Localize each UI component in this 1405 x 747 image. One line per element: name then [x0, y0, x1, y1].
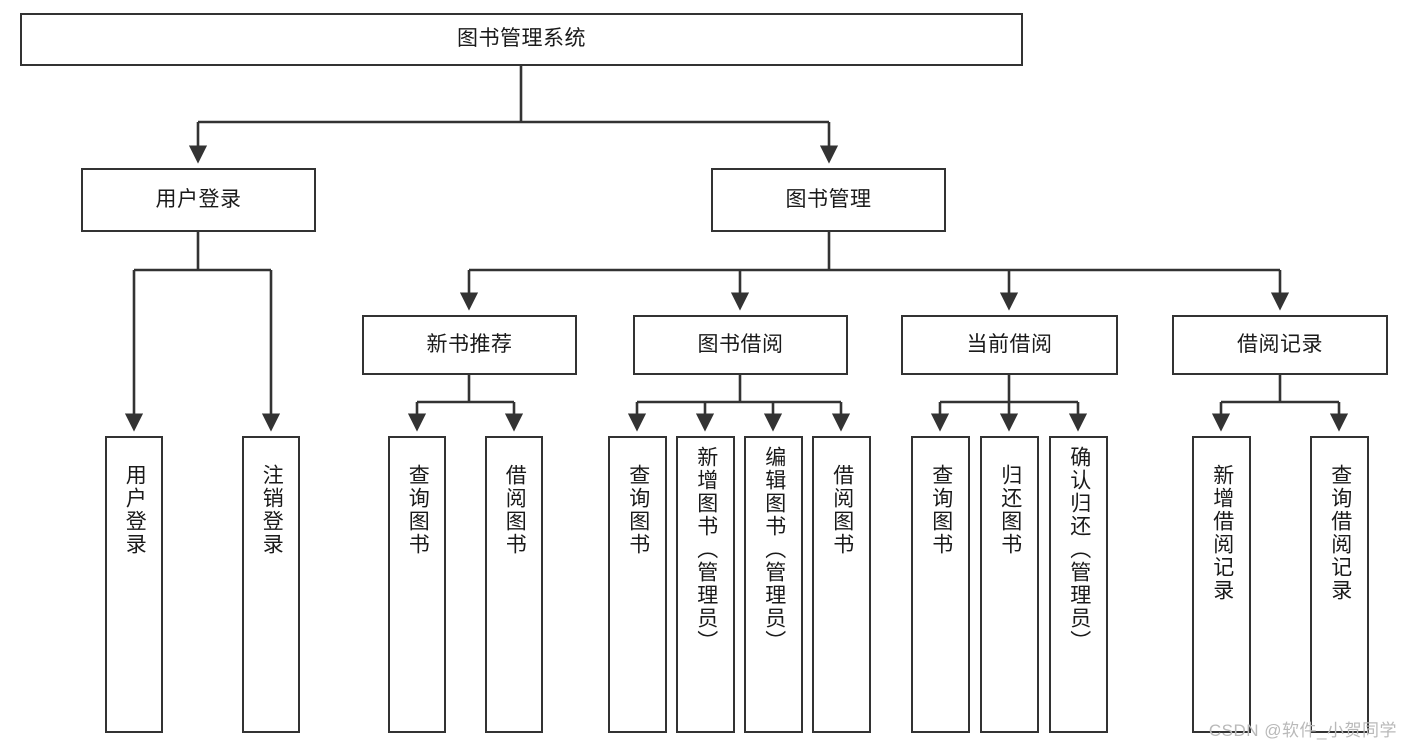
- node-leaf-query-record[interactable]: 查询借阅记录: [1310, 436, 1369, 733]
- node-leaf-query-book-2-label: 查询图书: [626, 464, 650, 556]
- node-leaf-query-book-1[interactable]: 查询图书: [388, 436, 446, 733]
- node-current-borrow[interactable]: 当前借阅: [901, 315, 1118, 375]
- node-user-login[interactable]: 用户登录: [81, 168, 316, 232]
- node-leaf-return-book-label: 归还图书: [998, 464, 1022, 556]
- node-leaf-edit-book-label: 编辑图书（管理员）: [762, 446, 786, 653]
- node-leaf-query-book-3-label: 查询图书: [929, 464, 953, 556]
- node-book-borrow-label: 图书借阅: [697, 332, 784, 356]
- node-leaf-confirm-return-label: 确认归还（管理员）: [1067, 446, 1091, 653]
- node-user-login-label: 用户登录: [155, 187, 242, 211]
- node-borrow-record-label: 借阅记录: [1237, 332, 1323, 356]
- watermark-text: CSDN @软件_小贺同学: [1208, 721, 1397, 740]
- node-leaf-borrow-book-2-label: 借阅图书: [830, 464, 854, 556]
- node-leaf-return-book[interactable]: 归还图书: [980, 436, 1039, 733]
- node-leaf-logout-label: 注销登录: [260, 464, 284, 556]
- node-leaf-query-book-1-label: 查询图书: [406, 464, 430, 556]
- node-leaf-add-record-label: 新增借阅记录: [1210, 464, 1234, 602]
- node-leaf-logout[interactable]: 注销登录: [242, 436, 300, 733]
- node-leaf-borrow-book-1[interactable]: 借阅图书: [485, 436, 543, 733]
- node-leaf-edit-book[interactable]: 编辑图书（管理员）: [744, 436, 803, 733]
- node-leaf-confirm-return[interactable]: 确认归还（管理员）: [1049, 436, 1108, 733]
- node-leaf-user-login[interactable]: 用户登录: [105, 436, 163, 733]
- node-leaf-add-book-label: 新增图书（管理员）: [694, 446, 718, 653]
- node-leaf-add-book[interactable]: 新增图书（管理员）: [676, 436, 735, 733]
- node-leaf-add-record[interactable]: 新增借阅记录: [1192, 436, 1251, 733]
- node-new-book-recommend[interactable]: 新书推荐: [362, 315, 577, 375]
- node-leaf-query-record-label: 查询借阅记录: [1328, 464, 1352, 602]
- node-leaf-borrow-book-2[interactable]: 借阅图书: [812, 436, 871, 733]
- node-root[interactable]: 图书管理系统: [20, 13, 1023, 66]
- node-current-borrow-label: 当前借阅: [966, 332, 1053, 356]
- node-new-book-recommend-label: 新书推荐: [426, 332, 513, 356]
- node-book-manage-label: 图书管理: [785, 187, 872, 211]
- node-leaf-query-book-3[interactable]: 查询图书: [911, 436, 970, 733]
- node-book-manage[interactable]: 图书管理: [711, 168, 946, 232]
- node-root-label: 图书管理系统: [457, 27, 586, 51]
- node-book-borrow[interactable]: 图书借阅: [633, 315, 848, 375]
- node-leaf-borrow-book-1-label: 借阅图书: [503, 464, 527, 556]
- node-borrow-record[interactable]: 借阅记录: [1172, 315, 1388, 375]
- node-leaf-query-book-2[interactable]: 查询图书: [608, 436, 667, 733]
- node-leaf-user-login-label: 用户登录: [123, 464, 147, 556]
